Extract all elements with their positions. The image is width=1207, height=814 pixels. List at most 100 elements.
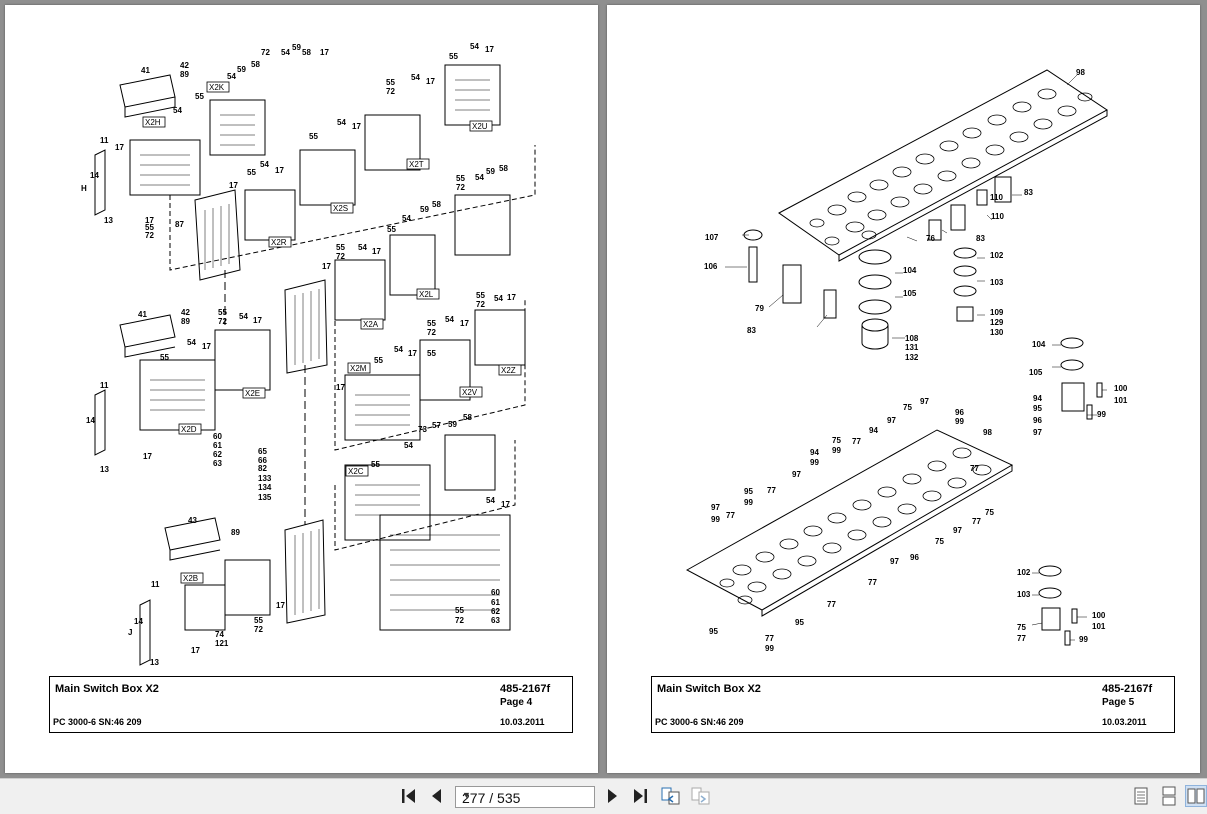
page-number-select[interactable]: 277 / 535 ▼	[455, 786, 595, 808]
svg-text:97: 97	[711, 503, 720, 512]
svg-text:55: 55	[449, 52, 458, 61]
document-date: 10.03.2011	[1102, 717, 1147, 727]
single-page-view-icon	[1134, 787, 1148, 805]
svg-text:60: 60	[491, 588, 500, 597]
svg-text:17: 17	[408, 349, 417, 358]
label-x2r: X2R	[271, 238, 287, 247]
next-page-icon	[608, 789, 617, 803]
label-x2l: X2L	[419, 290, 434, 299]
svg-text:17: 17	[485, 45, 494, 54]
previous-page-button[interactable]	[426, 785, 448, 807]
svg-text:74: 74	[215, 630, 224, 639]
svg-text:54: 54	[486, 496, 495, 505]
svg-text:103: 103	[1017, 590, 1031, 599]
svg-text:55: 55	[247, 168, 256, 177]
svg-text:72: 72	[456, 183, 465, 192]
svg-text:89: 89	[231, 528, 240, 537]
svg-text:55: 55	[455, 606, 464, 615]
svg-text:57: 57	[432, 421, 441, 430]
svg-text:73: 73	[418, 425, 427, 434]
svg-text:72: 72	[476, 300, 485, 309]
svg-text:17: 17	[275, 166, 284, 175]
svg-text:72: 72	[218, 317, 227, 326]
svg-text:95: 95	[709, 627, 718, 636]
document-viewport[interactable]: X2K X2H X2U X2T X2S X2R X2L X2A X2E X2D	[0, 0, 1207, 778]
svg-text:17: 17	[322, 262, 331, 271]
label-x2h: X2H	[145, 118, 161, 127]
svg-text:42: 42	[181, 308, 190, 317]
svg-text:102: 102	[1017, 568, 1031, 577]
svg-text:58: 58	[302, 48, 311, 57]
svg-text:54: 54	[337, 118, 346, 127]
svg-text:95: 95	[795, 618, 804, 627]
svg-text:41: 41	[141, 66, 150, 75]
svg-text:55: 55	[456, 174, 465, 183]
previous-view-icon	[661, 787, 680, 805]
label-x2m: X2M	[350, 364, 367, 373]
svg-text:41: 41	[138, 310, 147, 319]
svg-text:54: 54	[394, 345, 403, 354]
svg-text:62: 62	[491, 607, 500, 616]
svg-text:133: 133	[258, 474, 272, 483]
svg-text:54: 54	[494, 294, 503, 303]
svg-text:109: 109	[990, 308, 1004, 317]
svg-text:105: 105	[903, 289, 917, 298]
svg-text:55: 55	[427, 319, 436, 328]
svg-text:72: 72	[261, 48, 270, 57]
svg-text:96: 96	[955, 408, 964, 417]
svg-text:77: 77	[868, 578, 877, 587]
svg-text:17: 17	[145, 216, 154, 225]
svg-text:108: 108	[905, 334, 919, 343]
machine-model: PC 3000-6 SN:46 209	[655, 717, 744, 727]
next-view-icon	[691, 787, 710, 805]
label-x2s: X2S	[333, 204, 348, 213]
svg-text:17: 17	[276, 601, 285, 610]
document-number: 485-2167f	[500, 683, 551, 695]
svg-text:60: 60	[213, 432, 222, 441]
label-x2k: X2K	[209, 83, 225, 92]
svg-text:55: 55	[218, 308, 227, 317]
previous-view-button[interactable]	[660, 785, 682, 807]
svg-text:54: 54	[173, 106, 182, 115]
svg-text:59: 59	[237, 65, 246, 74]
label-x2a: X2A	[363, 320, 379, 329]
continuous-view-button[interactable]	[1158, 785, 1180, 807]
svg-text:99: 99	[955, 417, 964, 426]
svg-text:77: 77	[765, 634, 774, 643]
svg-text:75: 75	[985, 508, 994, 517]
callout-labels: 41 42 89 55 54 59 58 72 17 11 14 H 13 87…	[81, 42, 516, 667]
page-5: 98 83 110 107 106 76 102 104 103 105 79 …	[607, 5, 1200, 773]
svg-text:130: 130	[990, 328, 1004, 337]
svg-text:43: 43	[188, 516, 197, 525]
svg-text:17: 17	[202, 342, 211, 351]
svg-text:17: 17	[143, 452, 152, 461]
svg-text:75: 75	[903, 403, 912, 412]
facing-pages-view-icon	[1187, 788, 1205, 804]
svg-text:97: 97	[1033, 428, 1042, 437]
svg-text:89: 89	[181, 317, 190, 326]
svg-text:129: 129	[990, 318, 1004, 327]
svg-text:61: 61	[213, 441, 222, 450]
svg-text:54: 54	[445, 315, 454, 324]
single-page-view-button[interactable]	[1130, 785, 1152, 807]
continuous-view-icon	[1162, 786, 1176, 806]
svg-text:54: 54	[239, 312, 248, 321]
svg-text:72: 72	[386, 87, 395, 96]
svg-text:99: 99	[1079, 635, 1088, 644]
svg-text:104: 104	[1032, 340, 1046, 349]
svg-text:42: 42	[180, 61, 189, 70]
first-page-button[interactable]	[398, 785, 420, 807]
next-view-button[interactable]	[690, 785, 712, 807]
svg-text:89: 89	[180, 70, 189, 79]
svg-text:72: 72	[455, 616, 464, 625]
svg-text:76: 76	[926, 234, 935, 243]
facing-pages-view-button[interactable]	[1185, 785, 1207, 807]
svg-text:17: 17	[336, 383, 345, 392]
next-page-button[interactable]	[601, 785, 623, 807]
svg-text:99: 99	[1097, 410, 1106, 419]
svg-text:55: 55	[387, 225, 396, 234]
label-x2v: X2V	[462, 388, 478, 397]
box-labels: X2K X2H X2U X2T X2S X2R X2L X2A X2E X2D	[142, 81, 522, 584]
last-page-button[interactable]	[629, 785, 651, 807]
svg-text:100: 100	[1092, 611, 1106, 620]
